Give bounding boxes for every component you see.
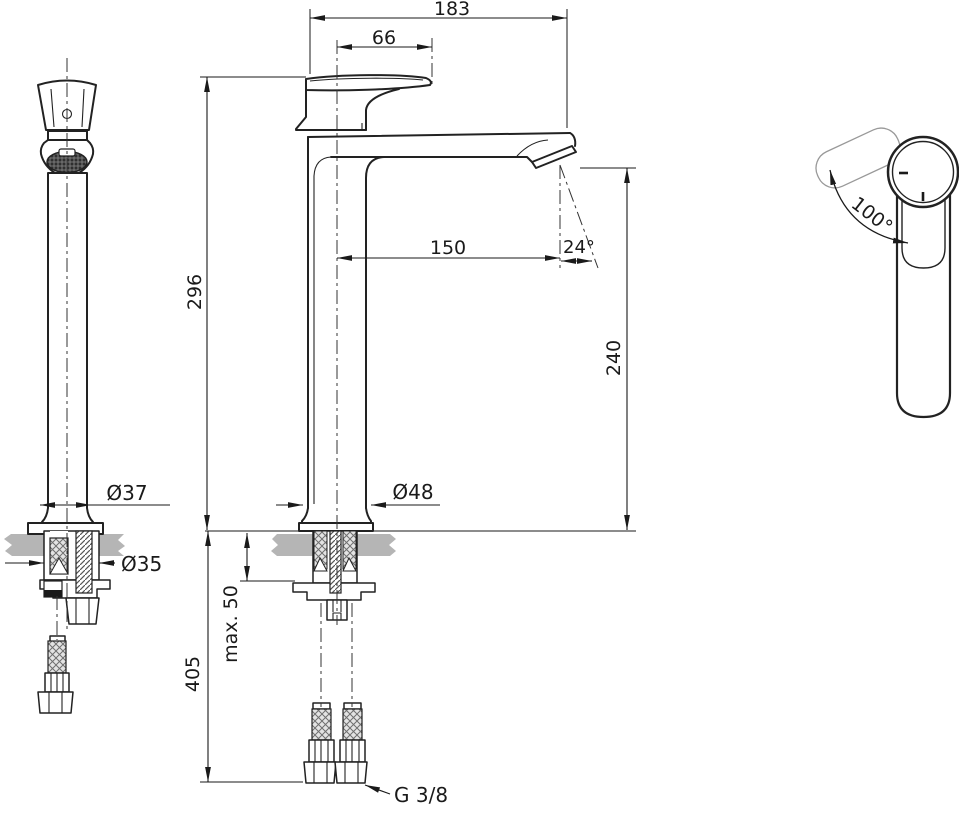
spout-top-edge [307,132,571,138]
dim-thread-size-label: G 3/8 [394,783,448,807]
hose-nut-right [334,761,368,784]
handle-lever-front [305,74,432,92]
base-plate-front [298,522,374,532]
dim-handle-width-label: 66 [372,27,396,49]
dim-hose-length-label: 405 [182,656,204,692]
handle-neck-front [365,88,400,131]
supply-hose-right [342,708,363,741]
water-stream-line [559,164,599,269]
flex-hose-side [47,640,67,674]
mounting-nut-side [65,597,100,625]
front-view [205,40,636,784]
dimension-annotations: 183 66 296 150 24° 240 Ø37 Ø35 Ø48 [5,0,636,807]
body-right-edge [365,156,385,509]
handle-side [37,79,97,131]
spout-underside [330,156,533,163]
dim-swivel-angle-label: 100° [847,193,897,239]
supply-hose-left [311,708,332,741]
dim-spout-reach-label: 150 [430,237,466,259]
spout-outlet-bevel [531,145,577,169]
dim-stream-angle-label: 24° [563,237,595,258]
dim-max-counter-thickness-label: max. 50 [220,585,242,663]
swivel-arc [829,169,909,244]
threaded-stud [329,530,342,594]
handle-top-view: 100° [815,127,959,419]
hose-nut-left [303,761,337,784]
threaded-rod-side [75,530,93,594]
dim-overall-width-label: 183 [434,0,470,20]
side-view [4,58,125,714]
dim-height-label: 296 [184,274,206,310]
dim-base-diameter-label: Ø48 [392,480,433,504]
dim-body-diameter-label: Ø37 [106,481,147,505]
hose-nut-side [37,691,74,714]
dim-hole-diameter-label: Ø35 [121,552,162,576]
dim-spout-height-label: 240 [603,340,625,376]
